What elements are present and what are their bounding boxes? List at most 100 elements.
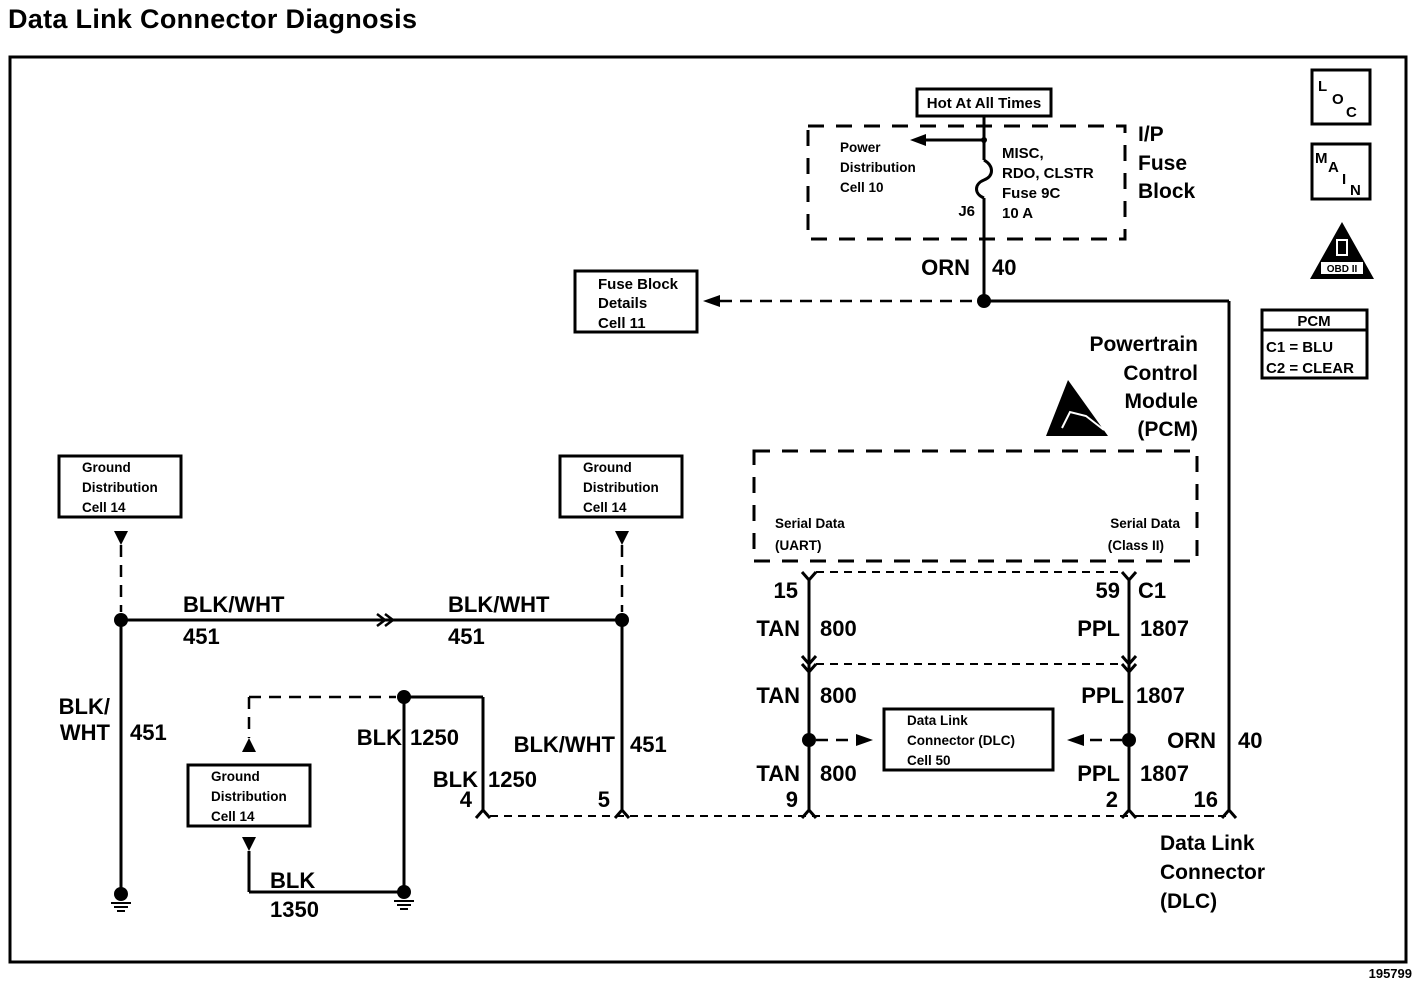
dlc-ref-1: Data Link [907, 713, 968, 728]
wire-color: PPL [1077, 761, 1120, 786]
ground-ref-box-1[interactable] [57, 454, 183, 519]
pcm-name-1: Powertrain [1089, 333, 1198, 356]
fuse-details-ref-box[interactable] [573, 269, 699, 334]
dlc-pin: 4 [460, 787, 473, 812]
wire-segment [111, 902, 131, 912]
fuse-details-3: Cell 11 [598, 315, 646, 332]
main-icon[interactable]: M A I N [1310, 142, 1372, 201]
dlc-ref-2: Connector (DLC) [907, 733, 1015, 748]
wire-circuit: 1250 [488, 767, 537, 792]
wire-color: PPL [1077, 616, 1120, 641]
pcm-pin-class2: 59 [1096, 578, 1120, 603]
figure-number: 195799 [1368, 966, 1412, 981]
wire-color: TAN [756, 616, 800, 641]
fuse-label-1: MISC, [1002, 145, 1044, 162]
wire-color: TAN [756, 683, 800, 708]
diagram-label: Ground [82, 460, 131, 475]
wire-segment [1120, 807, 1138, 819]
dlc-pin: 2 [1106, 787, 1118, 812]
pcm-pin-uart: 15 [774, 578, 798, 603]
wire-circuit: 40 [992, 255, 1016, 280]
diagram-label: Distribution [82, 480, 158, 495]
diagram-label: Cell 14 [82, 500, 126, 515]
ground-ref-box-2[interactable] [558, 454, 684, 519]
diagram-label: Distribution [583, 480, 659, 495]
diagram-shape [1046, 380, 1108, 436]
diagram-shape [1260, 308, 1369, 380]
serial-class2-1: Serial Data [1110, 516, 1180, 531]
diagram-label: Cell 14 [583, 500, 627, 515]
pcm-legend-line-2: C2 = CLEAR [1266, 360, 1354, 377]
diagram-label: BLK [270, 868, 315, 893]
arrow-up-icon [242, 738, 256, 752]
diagram-label: 451 [448, 624, 485, 649]
diagram-shape [1310, 142, 1372, 201]
fuse-block-name-2: Fuse [1138, 152, 1187, 175]
terminal-j6: J6 [958, 203, 975, 220]
wire-color: TAN [756, 761, 800, 786]
page-title: Data Link Connector Diagnosis [8, 4, 418, 34]
ground-ref-box-3[interactable] [186, 763, 312, 828]
fuse-block: Hot At All Times I/P Fuse Block Power Di… [703, 87, 1231, 812]
diagram-label: A [1328, 159, 1339, 176]
diagram-label: BLK/WHT [514, 732, 616, 757]
diagram-label: BLK [357, 725, 402, 750]
dlc-name-3: (DLC) [1160, 890, 1217, 913]
diagram-label: 451 [183, 624, 220, 649]
wire-color: ORN [921, 255, 970, 280]
wire-circuit: 1807 [1140, 616, 1189, 641]
fuse-details-1: Fuse Block [598, 276, 679, 293]
splice-icon [802, 733, 816, 747]
pcm-name-3: Module [1125, 390, 1199, 413]
loc-icon[interactable]: L O C [1310, 68, 1372, 126]
connector-pin-icon [800, 571, 818, 583]
fuse-label-2: RDO, CLSTR [1002, 165, 1094, 182]
wire-circuit: 800 [820, 683, 857, 708]
wire-circuit: 1807 [1140, 761, 1189, 786]
wire-circuit: 1350 [270, 897, 319, 922]
fuse-icon [975, 158, 993, 200]
pcm-name-4: (PCM) [1137, 418, 1198, 441]
serial-uart-2: (UART) [775, 538, 822, 553]
diagram-label: O [1332, 91, 1344, 108]
diagram-label: C [1346, 104, 1357, 121]
dlc-pin: 16 [1194, 787, 1218, 812]
arrow-right-icon [856, 734, 873, 746]
diagram-label: BLK/ [59, 694, 110, 719]
ground-icon [114, 887, 128, 901]
hot-at-all-times-label: Hot At All Times [927, 95, 1041, 112]
power-dist-2: Distribution [840, 160, 916, 175]
pcm-connector-id: C1 [1138, 578, 1166, 603]
wire-color: PPL [1081, 683, 1124, 708]
diagram-label: Ground [583, 460, 632, 475]
obd-ii-icon[interactable]: OBD II [1310, 222, 1374, 279]
wire-circuit: 1807 [1136, 683, 1185, 708]
pcm: Powertrain Control Module (PCM) Serial D… [752, 333, 1199, 563]
diagram-label: BLK/WHT [448, 592, 550, 617]
diagram-label: I [1342, 171, 1346, 188]
serial-class2-2: (Class II) [1108, 538, 1164, 553]
fuse-block-outline [806, 124, 1127, 241]
dlc-pin: 5 [598, 787, 610, 812]
wire-segment [800, 807, 818, 819]
wire-segment [1220, 807, 1238, 819]
diagram-label: BLK/WHT [183, 592, 285, 617]
diagram-label: L [1318, 78, 1327, 95]
power-dist-1: Power [840, 140, 881, 155]
diagram-label: Cell 14 [211, 809, 255, 824]
esd-warning-icon [1046, 380, 1108, 436]
fuse-block-name-3: Block [1138, 180, 1196, 203]
diagram-label: M [1315, 150, 1328, 167]
serial-uart-1: Serial Data [775, 516, 845, 531]
wire-circuit: 800 [820, 761, 857, 786]
diagram-shape [1321, 262, 1363, 274]
arrow-down-icon [114, 531, 128, 545]
dlc-ref-box[interactable] [882, 707, 1055, 772]
diagram-shape [1336, 239, 1348, 256]
dlc-name-1: Data Link [1160, 832, 1255, 855]
dlc-ref-3: Cell 50 [907, 753, 951, 768]
ground-icon [397, 885, 411, 899]
splice-icon [1122, 733, 1136, 747]
pcm-outline [752, 449, 1199, 563]
wire-segment [1061, 410, 1105, 431]
